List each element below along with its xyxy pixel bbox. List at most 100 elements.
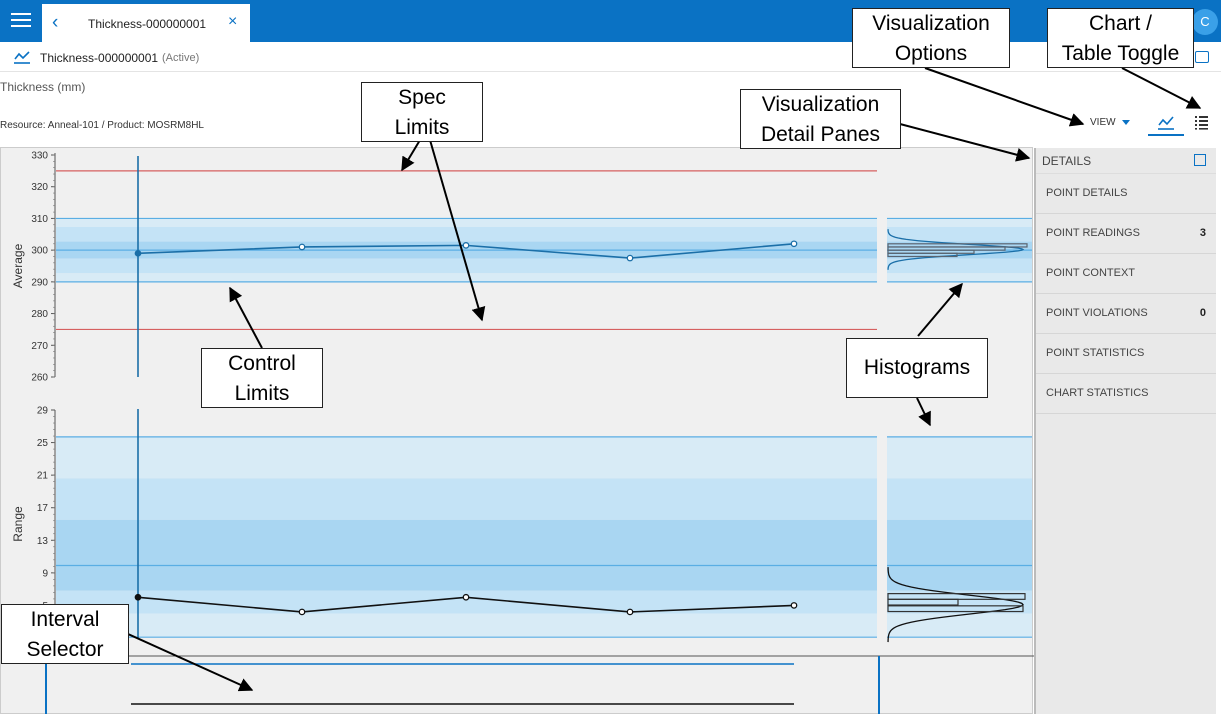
chart-status: (Active) xyxy=(162,52,200,64)
data-point xyxy=(626,608,634,616)
control-zone xyxy=(56,258,877,274)
control-zone xyxy=(56,226,877,242)
sub-header: Thickness-000000001 (Active) xyxy=(0,42,1221,72)
view-label: VIEW xyxy=(1090,117,1116,128)
arrow-toggle xyxy=(1121,67,1202,109)
detail-label: CHART STATISTICS xyxy=(1046,387,1149,399)
detail-count: 3 xyxy=(1199,227,1206,239)
detail-item-point-context[interactable]: POINT CONTEXT xyxy=(1036,254,1216,294)
data-point xyxy=(298,243,306,251)
line-chart-icon xyxy=(1158,116,1174,130)
details-title: DETAILS xyxy=(1042,154,1092,168)
details-header: DETAILS xyxy=(1036,148,1216,174)
resource-info: Resource: Anneal-101 / Product: MOSRM8HL xyxy=(0,120,204,131)
y-tick-label: 270 xyxy=(31,341,48,352)
spc-chart[interactable]: 260270280290300310320330Average591317212… xyxy=(1,148,1034,714)
detail-label: POINT DETAILS xyxy=(1046,187,1128,199)
callout-histograms: Histograms xyxy=(846,338,988,398)
hamburger-menu-icon[interactable] xyxy=(8,9,34,33)
back-icon[interactable]: ‹ xyxy=(52,12,59,33)
y-tick-label: 29 xyxy=(37,406,49,417)
histogram-bar xyxy=(887,605,1024,613)
view-dropdown[interactable]: VIEW xyxy=(1090,117,1130,128)
collapse-pane-icon[interactable] xyxy=(1194,154,1206,166)
data-point xyxy=(790,602,798,609)
y-tick-label: 310 xyxy=(31,214,48,225)
list-icon xyxy=(1195,116,1208,130)
data-point xyxy=(298,608,306,616)
close-tab-icon[interactable]: × xyxy=(228,13,238,30)
histogram-curve xyxy=(887,229,1025,270)
histogram-zone xyxy=(887,436,1032,479)
y-tick-label: 13 xyxy=(37,536,49,547)
callout-chart-table-toggle: Chart /Table Toggle xyxy=(1047,8,1194,68)
histogram-zone xyxy=(887,258,1032,274)
control-zone xyxy=(56,478,877,520)
control-zone xyxy=(56,613,877,638)
chart-view-toggle[interactable] xyxy=(1148,110,1184,136)
export-icon[interactable] xyxy=(1195,51,1209,63)
histogram-curve xyxy=(887,567,1024,643)
y-tick-label: 300 xyxy=(31,246,48,257)
y-axis-label: Average xyxy=(11,243,25,288)
chart-type-icon xyxy=(14,51,30,64)
tab-label: Thickness-000000001 xyxy=(88,17,207,31)
detail-item-point-statistics[interactable]: POINT STATISTICS xyxy=(1036,334,1216,374)
control-zone xyxy=(56,519,877,591)
y-tick-label: 280 xyxy=(31,309,48,320)
histogram-zone xyxy=(887,613,1032,638)
histogram-zone xyxy=(887,590,1032,614)
panel-gap xyxy=(877,406,887,642)
histogram-zone xyxy=(887,218,1032,227)
y-tick-label: 320 xyxy=(31,182,48,193)
user-avatar[interactable]: C xyxy=(1192,9,1218,35)
y-tick-label: 290 xyxy=(31,277,48,288)
y-tick-label: 260 xyxy=(31,373,48,384)
detail-item-point-violations[interactable]: POINT VIOLATIONS 0 xyxy=(1036,294,1216,334)
detail-count: 0 xyxy=(1199,307,1206,319)
table-view-toggle[interactable] xyxy=(1190,110,1212,136)
y-tick-label: 25 xyxy=(37,438,49,449)
histogram-zone xyxy=(887,226,1032,242)
detail-label: POINT CONTEXT xyxy=(1046,267,1136,279)
data-point xyxy=(462,593,470,601)
data-point xyxy=(134,249,142,257)
control-zone xyxy=(56,436,877,479)
histogram-zone xyxy=(887,519,1032,591)
histogram-bar xyxy=(887,252,958,258)
page-title: Thickness (mm) xyxy=(0,80,86,94)
detail-label: POINT VIOLATIONS xyxy=(1046,307,1148,319)
histogram-bar xyxy=(887,598,959,606)
details-pane: DETAILS POINT DETAILS POINT READINGS 3 P… xyxy=(1034,148,1216,714)
detail-label: POINT READINGS xyxy=(1046,227,1140,239)
detail-label: POINT STATISTICS xyxy=(1046,347,1145,359)
chart-name: Thickness-000000001 xyxy=(40,51,159,65)
control-zone xyxy=(56,273,877,282)
detail-item-point-readings[interactable]: POINT READINGS 3 xyxy=(1036,214,1216,254)
control-zone xyxy=(56,218,877,227)
y-tick-label: 17 xyxy=(37,503,49,514)
document-tab[interactable]: ‹ Thickness-000000001 × xyxy=(42,4,250,42)
y-axis-label: Range xyxy=(11,506,25,542)
top-app-bar: ‹ Thickness-000000001 × C xyxy=(0,0,1221,42)
caret-down-icon xyxy=(1121,119,1130,125)
data-point xyxy=(462,242,470,249)
spc-chart-area: 260270280290300310320330Average591317212… xyxy=(0,147,1034,714)
arrow-vis-options xyxy=(924,67,1085,127)
data-point xyxy=(626,254,634,262)
histogram-zone xyxy=(887,273,1032,282)
y-tick-label: 9 xyxy=(42,568,48,579)
data-point xyxy=(790,240,798,248)
y-tick-label: 330 xyxy=(31,151,48,162)
y-tick-label: 21 xyxy=(37,471,49,482)
detail-item-chart-statistics[interactable]: CHART STATISTICS xyxy=(1036,374,1216,414)
detail-item-point-details[interactable]: POINT DETAILS xyxy=(1036,174,1216,214)
data-point xyxy=(134,593,142,601)
panel-gap xyxy=(877,151,887,381)
histogram-zone xyxy=(887,478,1032,520)
